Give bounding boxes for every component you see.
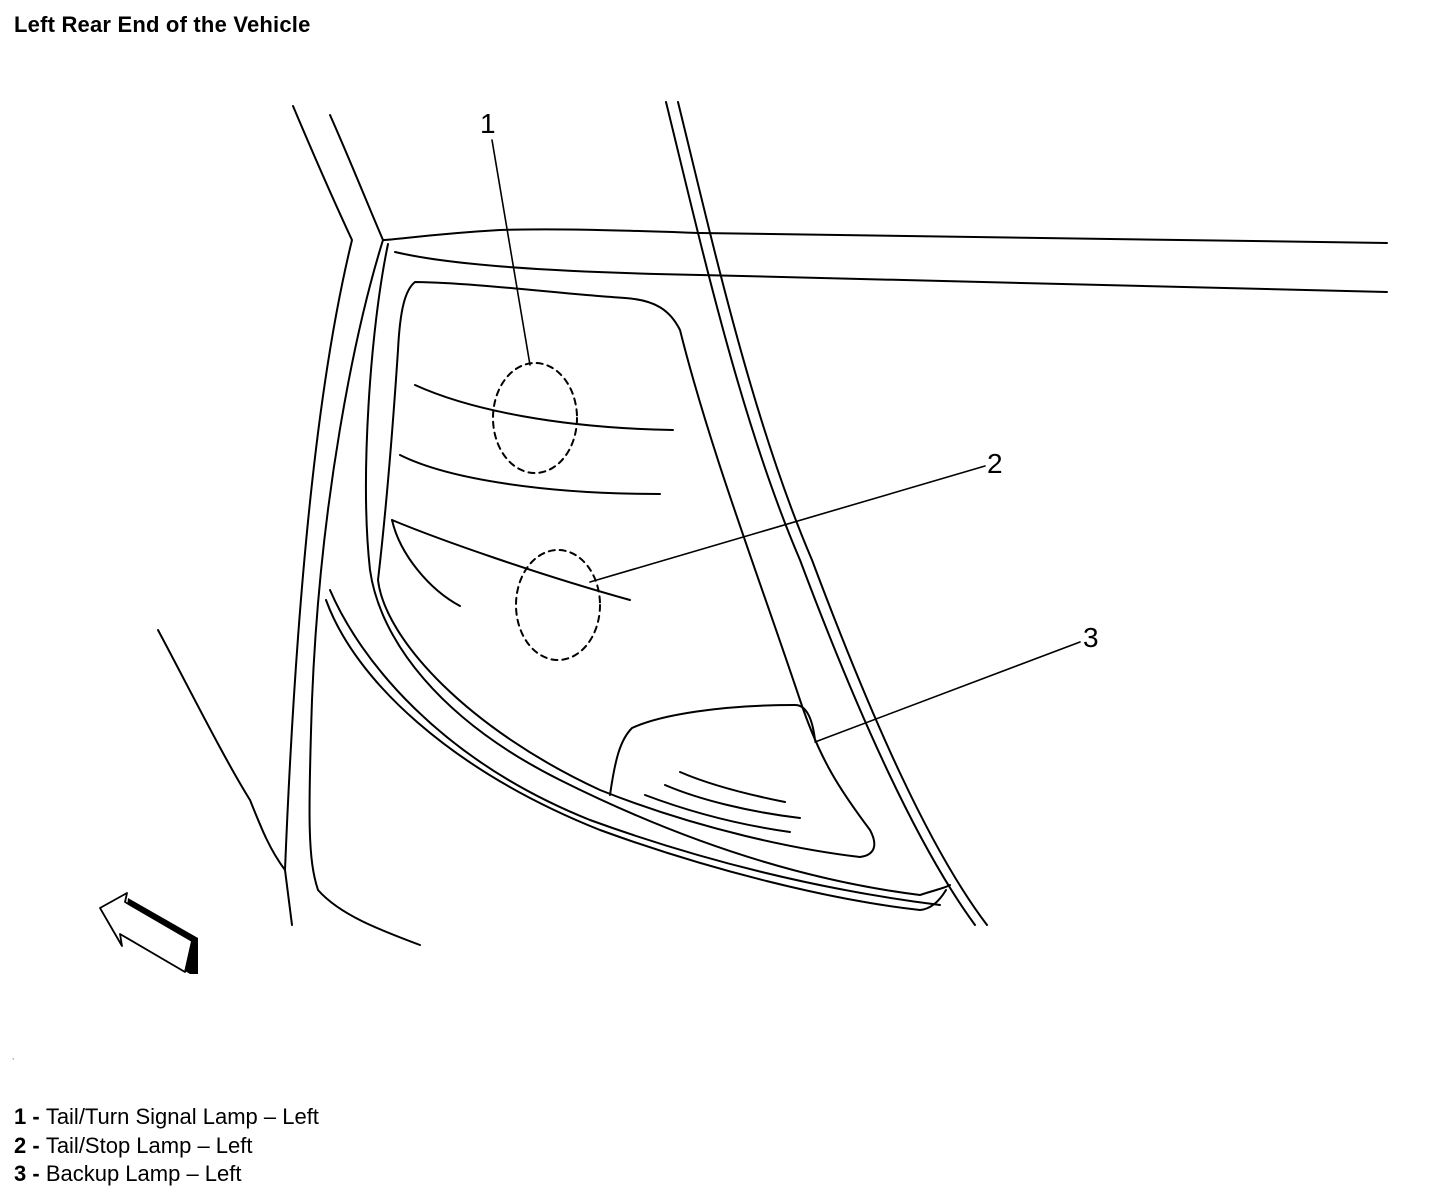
lamp-lens-outline	[377, 281, 876, 858]
stray-mark: ,	[12, 1052, 15, 1061]
callout-number-2: 2	[987, 448, 1003, 479]
backup-lamp-outline	[609, 704, 816, 796]
fender-edge-line	[157, 629, 293, 926]
lens-rib-3-arc	[391, 519, 461, 607]
page-title: Left Rear End of the Vehicle	[14, 12, 311, 37]
tail-stop-lamp-location	[515, 549, 601, 661]
legend-separator: -	[26, 1104, 46, 1129]
legend-label: Tail/Turn Signal Lamp – Left	[45, 1104, 319, 1129]
callout-number-3: 3	[1083, 622, 1099, 653]
trunk-lid-lower-line	[394, 251, 1388, 293]
legend: 1 - Tail/Turn Signal Lamp – Left 2 - Tai…	[14, 1103, 319, 1189]
tail-turn-lamp-location	[492, 362, 578, 474]
lamp-housing-outer-3	[325, 599, 947, 911]
legend-separator: -	[26, 1161, 46, 1186]
legend-label: Tail/Stop Lamp – Left	[45, 1132, 253, 1158]
lamp-housing-outer	[365, 243, 951, 896]
backup-rib-1	[679, 771, 786, 803]
pillar-inner-line	[329, 114, 384, 241]
lens-rib-2	[399, 454, 661, 495]
legend-item: 1 - Tail/Turn Signal Lamp – Left	[14, 1103, 319, 1132]
leader-line-2	[589, 465, 986, 583]
legend-number: 3	[14, 1161, 27, 1186]
leader-line-1	[491, 139, 531, 366]
legend-separator: -	[26, 1132, 46, 1158]
direction-arrow-icon	[99, 892, 198, 974]
body-seam-inner	[677, 101, 988, 926]
lamp-housing-outer-2	[329, 589, 941, 906]
lens-rib-1	[414, 384, 674, 431]
callout-number-1: 1	[480, 108, 496, 139]
leader-line-3	[814, 641, 1081, 743]
lens-rib-3	[391, 519, 631, 601]
quarter-panel-edge	[308, 239, 421, 946]
body-seam-outer	[665, 101, 976, 926]
trunk-lid-top-line	[382, 228, 1388, 244]
legend-label: Backup Lamp – Left	[45, 1161, 242, 1186]
backup-rib-3	[644, 794, 791, 833]
backup-rib-2	[664, 784, 801, 819]
legend-number: 2	[14, 1132, 27, 1158]
legend-item: 2 - Tail/Stop Lamp – Left	[14, 1132, 319, 1161]
legend-item: 3 - Backup Lamp – Left	[14, 1160, 319, 1189]
legend-number: 1	[14, 1104, 27, 1129]
pillar-outer-line	[284, 105, 353, 871]
